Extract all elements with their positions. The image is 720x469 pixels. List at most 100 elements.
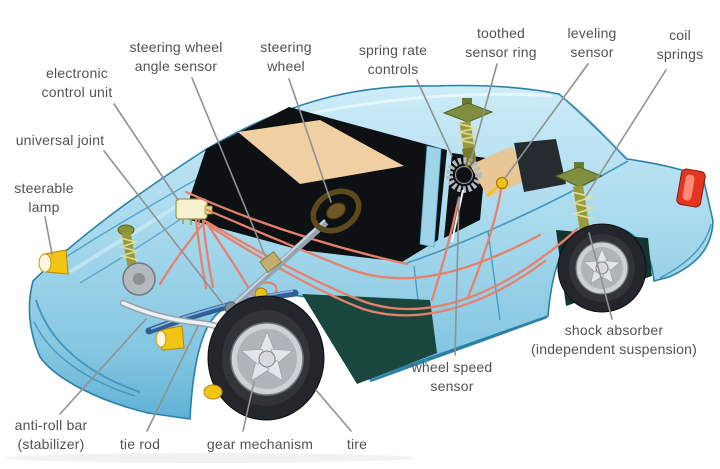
strut-coil <box>458 123 478 145</box>
toothed-ring-inner <box>454 165 474 185</box>
steerable-lamp-unit <box>38 249 69 275</box>
leveling-sensor-arm <box>486 186 498 197</box>
label-line: wheel speed <box>411 359 493 375</box>
label-leveling-sensor: leveling sensor <box>567 24 616 61</box>
shock-top-plate <box>554 166 604 188</box>
label-line: sensor <box>430 377 474 394</box>
label-tie-rod: tie rod <box>120 435 160 454</box>
rear-wheel <box>557 223 647 313</box>
anti-roll-bar-highlight <box>150 290 294 330</box>
dashboard <box>238 120 404 184</box>
ground-shadow <box>5 453 415 463</box>
spring-rate-strut <box>442 98 494 243</box>
label-line: tire <box>346 436 368 452</box>
steerable-lamp-unit-2 <box>155 325 185 351</box>
label-line: steering wheel <box>129 39 223 55</box>
toothed-sensor-ring-part <box>446 157 482 193</box>
label-line: (independent suspension) <box>531 340 697 357</box>
steering-wheel-rim <box>310 188 362 234</box>
rocker-line <box>369 315 548 383</box>
hood-crease <box>57 175 203 263</box>
angle-sensor-part <box>259 251 283 274</box>
anti-roll-bar-part <box>145 289 299 335</box>
leader-spring-rate-controls <box>416 79 453 157</box>
rear-rim-spokes <box>583 248 621 284</box>
harness-front-right <box>205 221 251 291</box>
label-tire: tire <box>347 435 367 454</box>
label-toothed-sensor-ring: toothed sensor ring <box>465 24 536 61</box>
leader-tie-rod <box>146 325 199 432</box>
harness-to-spring-strut <box>430 196 461 302</box>
leader-steerable-lamp <box>44 216 53 255</box>
front-hub-cap <box>258 350 276 368</box>
label-steerable-lamp: steerable lamp <box>14 179 73 216</box>
leader-toothed-sensor-ring <box>469 63 498 164</box>
label-line: gear mechanism <box>206 436 314 452</box>
harness-cowl <box>184 190 409 266</box>
label-line: lamp <box>28 198 60 215</box>
harness-down-2 <box>201 219 215 289</box>
label-line: anti-roll bar <box>14 417 88 433</box>
leveling-sensor-body <box>495 176 509 190</box>
leader-leveling-sensor <box>504 63 589 179</box>
leader-anti-roll-bar <box>59 318 147 415</box>
harness-front-left <box>158 219 207 286</box>
leader-coil-springs <box>585 69 667 197</box>
harness-down-1 <box>194 217 208 290</box>
parcel-shelf <box>470 146 530 198</box>
label-line: universal joint <box>15 132 105 148</box>
ecu-box <box>175 198 208 220</box>
c-pillar-line <box>559 94 627 160</box>
label-line: angle sensor <box>134 57 218 74</box>
far-strut-coil <box>118 237 140 261</box>
taillight-inner <box>682 174 695 201</box>
lamp-face <box>38 253 52 273</box>
leader-steering-wheel <box>288 78 332 203</box>
label-line: sensor <box>570 43 614 60</box>
label-line: steerable <box>14 180 74 196</box>
label-line: wheel <box>267 57 305 74</box>
harness-to-leveling-sensor <box>466 188 503 299</box>
front-wheel-well <box>302 294 437 384</box>
fog-lamp <box>203 384 223 400</box>
strut-top-plate <box>442 102 494 123</box>
coil-springs-part <box>570 191 596 220</box>
harness-main-2 <box>207 224 547 317</box>
far-brake-hub <box>133 273 145 285</box>
steering-wheel-part <box>310 188 362 234</box>
leader-electronic-control-unit <box>113 103 179 201</box>
label-shock-absorber: shock absorber (independent suspension) <box>531 321 697 358</box>
label-line: controls <box>367 60 419 77</box>
label-line: (stabilizer) <box>17 435 85 452</box>
lamp-face <box>155 330 167 348</box>
label-electronic-control-unit: electronic control unit <box>42 64 113 101</box>
label-line: sensor ring <box>465 43 537 60</box>
label-line: toothed <box>476 25 526 41</box>
leader-lines <box>44 63 667 432</box>
label-coil-springs: coil springs <box>657 26 704 63</box>
label-line: shock absorber <box>564 322 664 338</box>
quarter-window <box>514 139 566 192</box>
leader-gear-mechanism <box>242 381 255 432</box>
label-line: leveling <box>567 25 617 41</box>
steering-wheel-hub <box>326 202 346 220</box>
label-spring-rate-controls: spring rate controls <box>359 41 427 78</box>
rear-bumper-line <box>659 223 712 279</box>
b-pillar <box>419 145 442 248</box>
label-steering-wheel: steering wheel <box>260 38 311 75</box>
hood-crease-2 <box>79 215 186 284</box>
label-line: coil <box>669 27 691 43</box>
leader-tire <box>315 389 352 432</box>
leader-shock-absorber <box>588 232 613 320</box>
sensor-cable <box>451 189 464 243</box>
wiring-harness <box>158 188 579 317</box>
label-wheel-speed-sensor: wheel speed sensor <box>412 358 493 395</box>
label-gear-mechanism: gear mechanism <box>207 435 313 454</box>
front-bumper-line <box>35 299 141 393</box>
leader-steering-wheel-angle-sensor <box>191 77 267 259</box>
front-bumper-line-2 <box>33 321 136 397</box>
leader-wheel-speed-sensor <box>454 196 460 356</box>
shock-knob <box>574 162 584 169</box>
label-line: tie rod <box>119 436 161 452</box>
